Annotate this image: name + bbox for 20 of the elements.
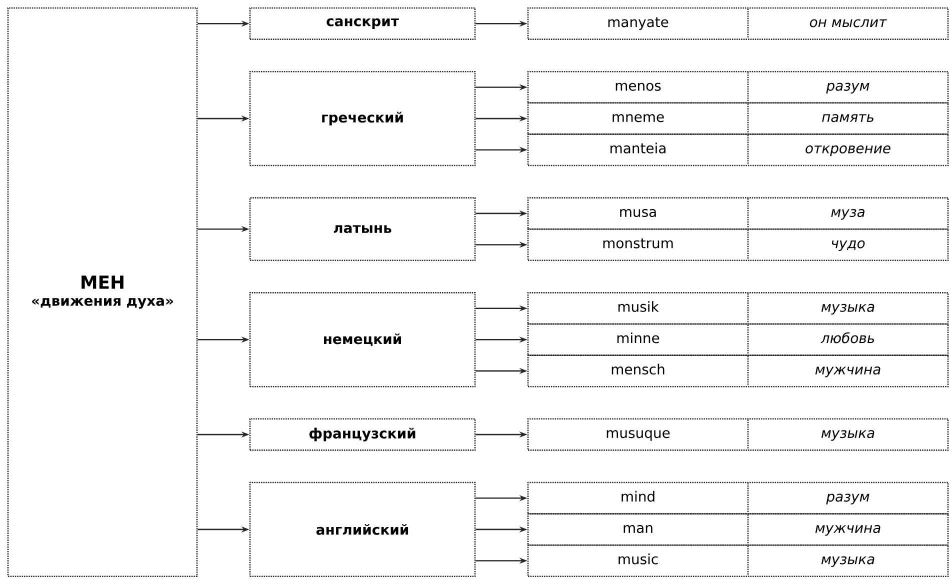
word-row: menos разум [527,70,949,104]
language-box: немецкий [249,292,476,388]
word-row: manyate он мыслит [527,7,949,40]
root-box: МЕН «движения духа» [7,7,198,578]
word-row: minne любовь [527,323,949,356]
word-row: manteia откровение [527,134,949,166]
language-box: английский [249,482,476,578]
word-row: man мужчина [527,513,949,546]
language-box: греческий [249,70,476,166]
language-box: латынь [249,197,476,262]
word-row: mensch мужчина [527,354,949,388]
word-row: mind разум [527,482,949,514]
language-box: французский [249,418,476,451]
word-row: monstrum чудо [527,228,949,262]
word-row: musa муза [527,197,949,230]
word-row: music музыка [527,544,949,578]
language-box: санскрит [249,7,476,40]
word-row: musuque музыка [527,418,949,451]
word-row: mneme память [527,102,949,135]
word-row: musik музыка [527,292,949,325]
